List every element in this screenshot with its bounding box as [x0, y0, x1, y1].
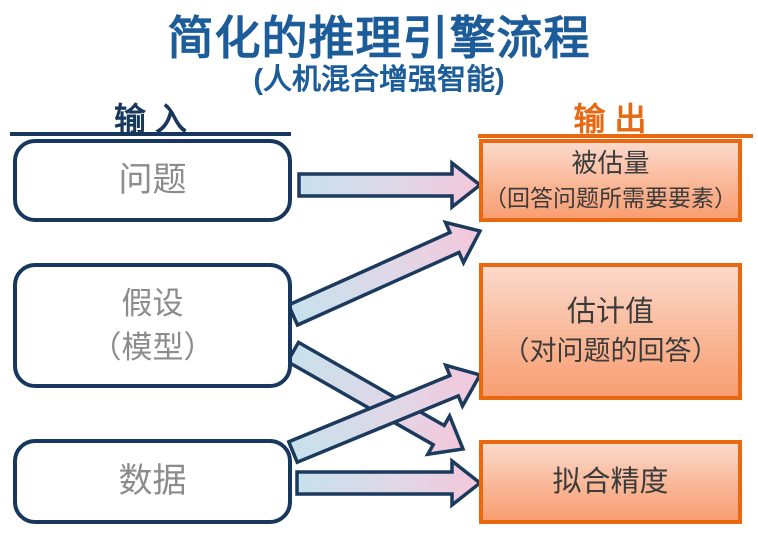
input-header-underline — [10, 132, 291, 136]
input-box-hypothesis-sublabel: （模型） — [90, 329, 215, 365]
output-box-fit: 拟合精度 — [479, 440, 742, 524]
arrow-hypothesis-to-estimand — [286, 219, 483, 328]
output-column-header: 输 出 — [573, 101, 647, 137]
page-subtitle: (人机混合增强智能) — [253, 64, 505, 96]
page-title: 简化的推理引擎流程 — [167, 12, 591, 64]
arrow-data-to-fit — [295, 457, 483, 509]
output-box-estimand-sublabel: （回答问题所需要要素） — [484, 185, 737, 211]
input-box-data-label: 数据 — [118, 462, 187, 500]
output-header-underline — [478, 134, 753, 138]
input-box-hypothesis: 假设 （模型） — [13, 263, 292, 388]
input-box-data: 数据 — [13, 439, 292, 524]
output-box-fit-label: 拟合精度 — [552, 465, 669, 498]
output-box-estimate: 估计值 （对问题的回答） — [479, 263, 742, 400]
output-box-estimate-sublabel: （对问题的回答） — [502, 335, 719, 366]
arrow-hypothesis-to-fit — [285, 340, 466, 457]
input-box-hypothesis-label: 假设 — [121, 286, 184, 322]
output-box-estimate-label: 估计值 — [566, 296, 654, 329]
output-box-estimand-label: 被估量 — [571, 149, 650, 179]
output-box-estimand: 被估量 （回答问题所需要要素） — [479, 139, 742, 222]
input-box-question: 问题 — [13, 139, 292, 222]
arrow-data-to-estimate — [286, 362, 483, 465]
input-box-question-label: 问题 — [118, 161, 187, 199]
input-column-header: 输 入 — [114, 101, 187, 137]
arrow-question-to-estimand — [297, 159, 483, 211]
